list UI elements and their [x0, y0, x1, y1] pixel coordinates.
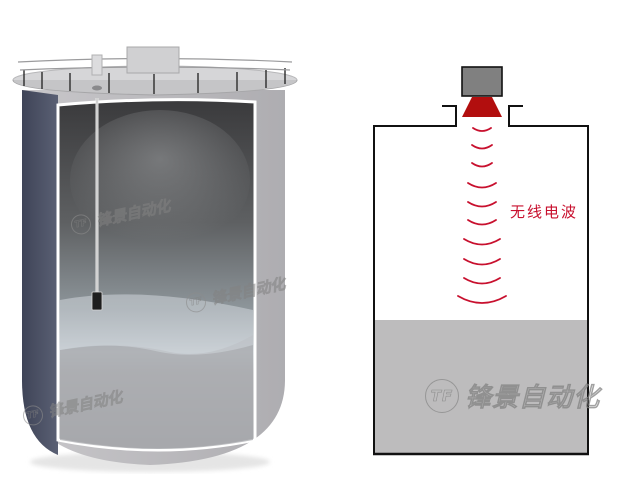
roof-railing: [23, 68, 286, 94]
tank-cutaway-graphic: [12, 46, 298, 472]
watermark-logo-icon: TF: [425, 378, 459, 413]
watermark: TF 锋景自动化: [425, 377, 600, 414]
radar-schematic: [373, 66, 589, 456]
watermark-logo-icon: TF: [184, 290, 208, 314]
material-level: [374, 320, 588, 454]
vessel-outline-right: [508, 105, 589, 454]
tank-illustration: TF 锋景自动化 TF 锋景自动化 TF 锋景自动化: [12, 46, 298, 472]
horn-antenna-icon: [462, 97, 502, 117]
transmitter-head-icon: [461, 66, 503, 97]
vessel-outline-left: [373, 105, 457, 454]
radar-level-diagram: 无线电波 TF 锋景自动化: [330, 0, 640, 480]
watermark-logo-icon: TF: [21, 403, 45, 427]
watermark-logo-icon: TF: [69, 212, 93, 236]
wave-label: 无线电波: [510, 203, 579, 221]
sensor-probe: [91, 291, 103, 311]
radio-waves: [457, 127, 507, 304]
